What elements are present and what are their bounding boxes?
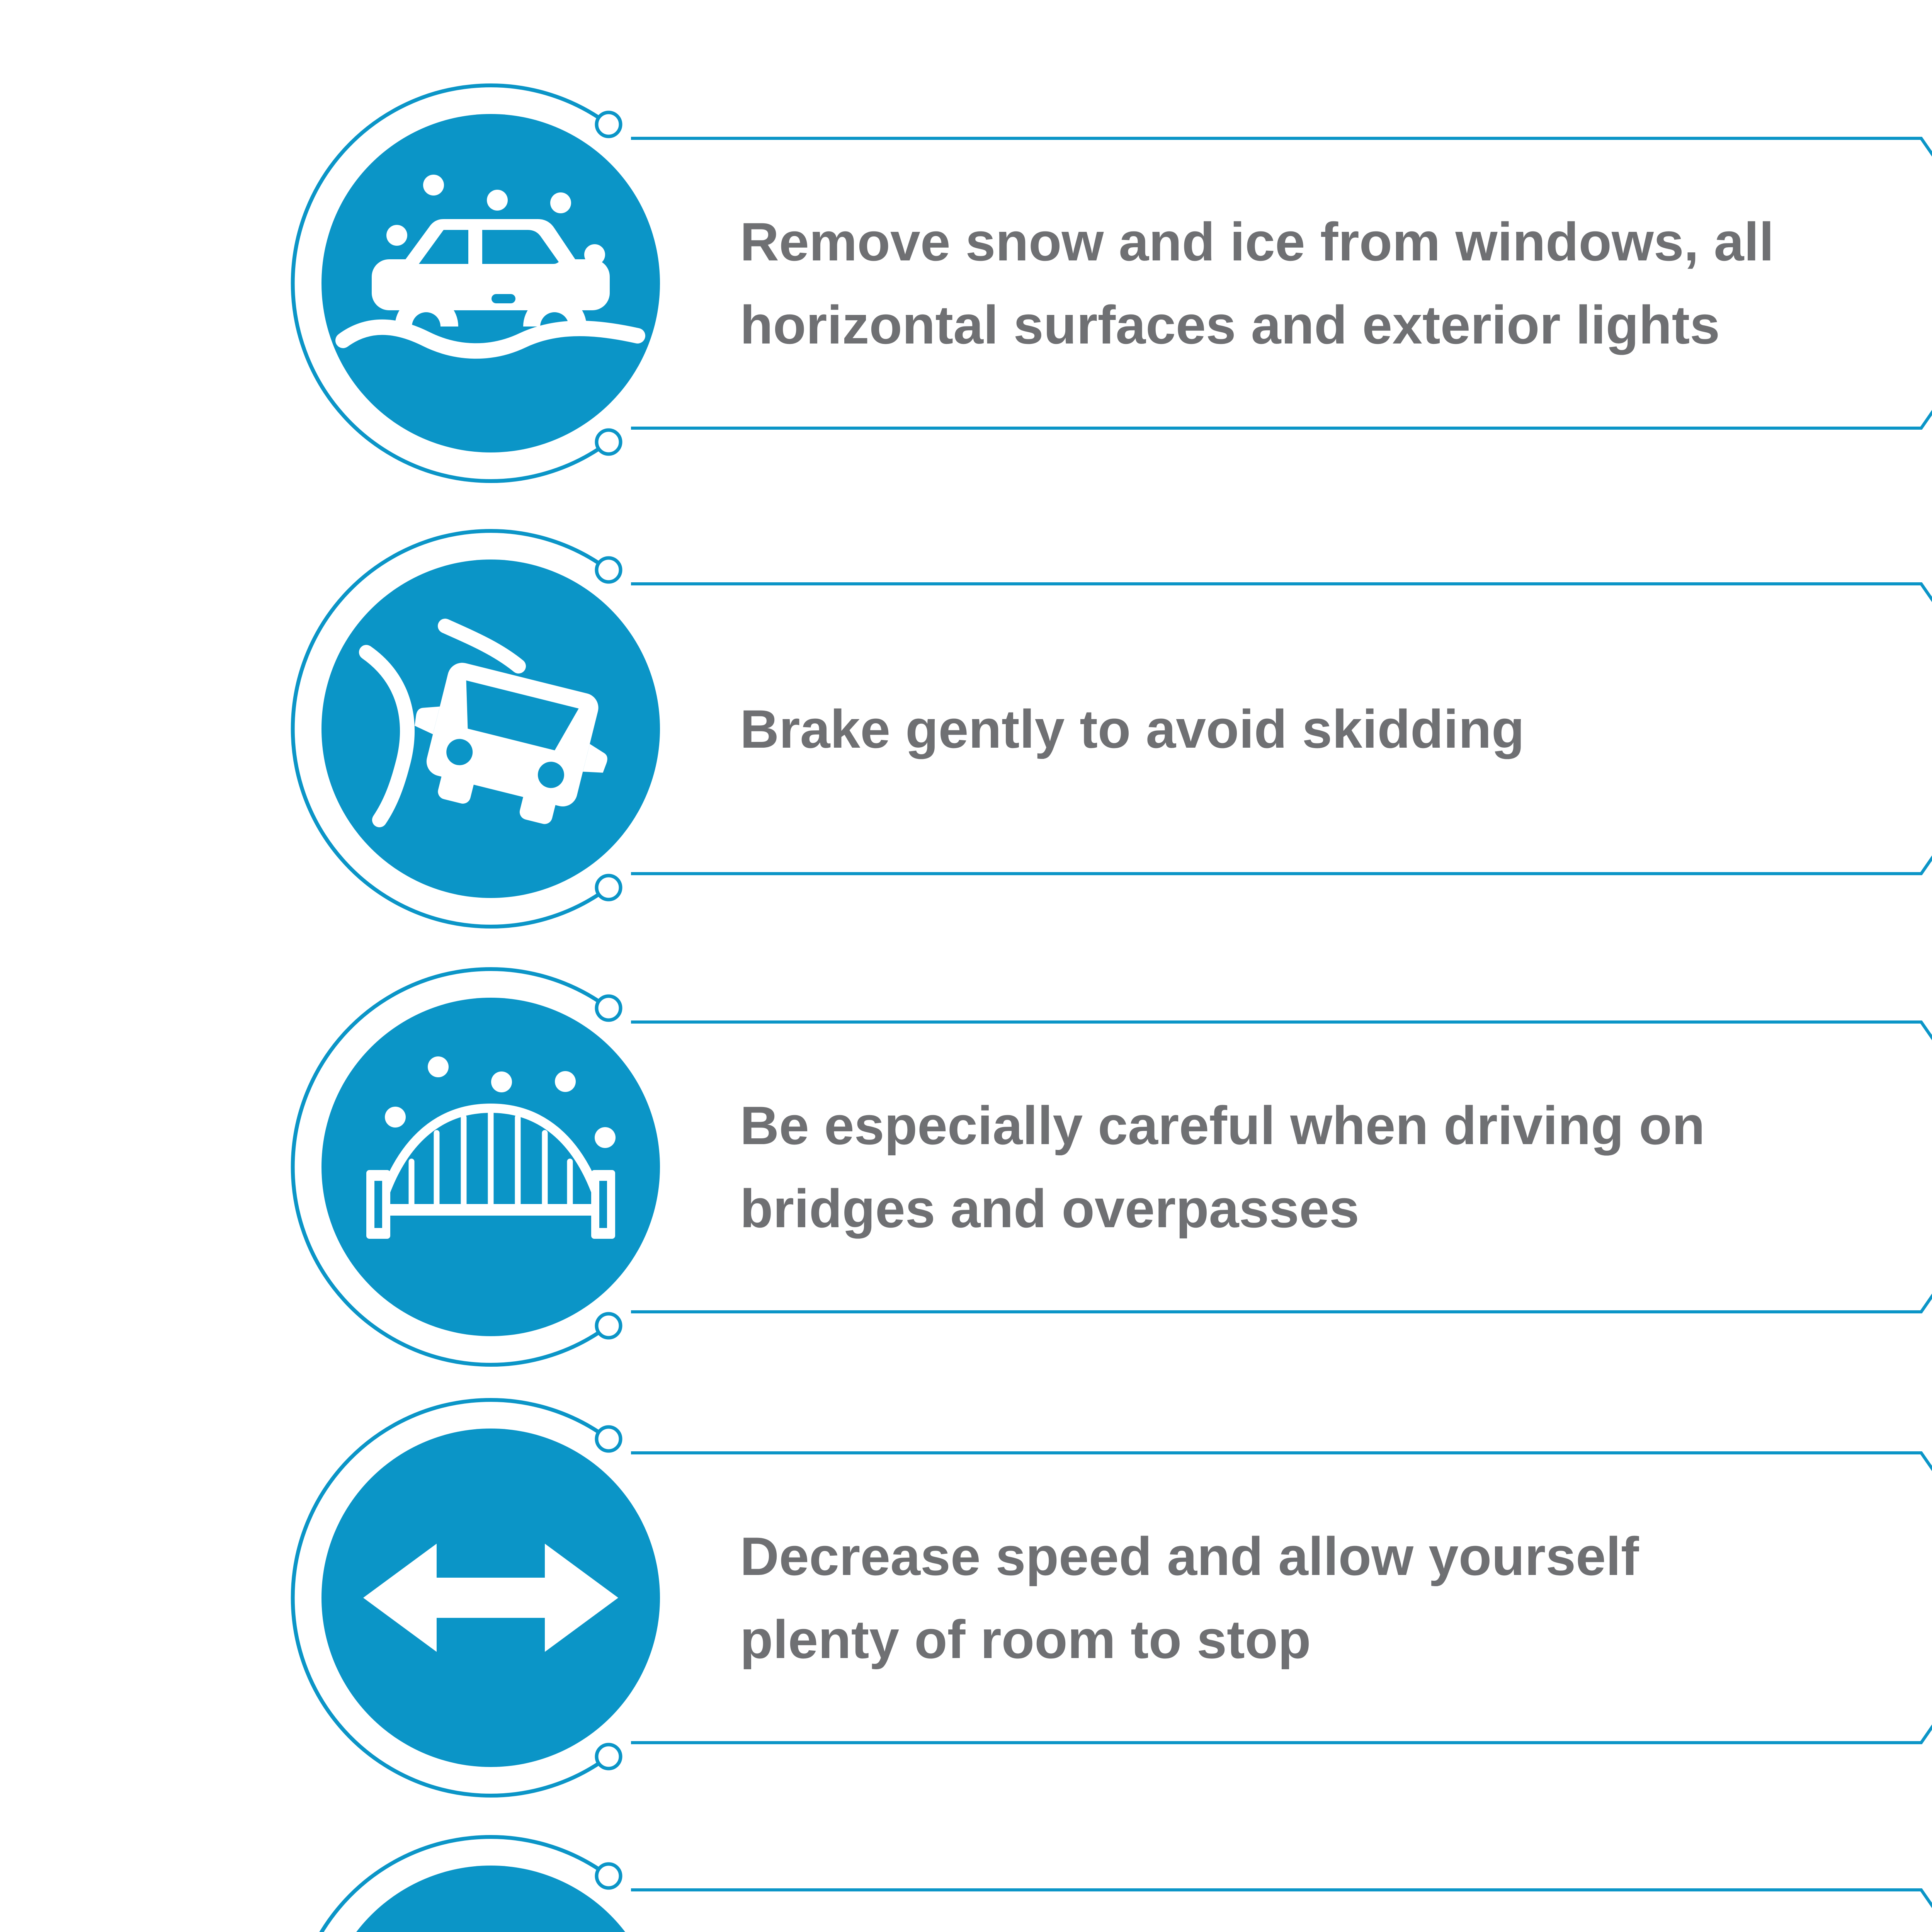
circle-arc: [291, 967, 610, 1367]
icon-disc: [356, 1866, 625, 1932]
circle-arc: [291, 83, 610, 483]
connector-ring-top: [595, 1862, 622, 1890]
arrow-banner: [631, 1451, 1932, 1744]
tip-row-graphic-4: [291, 1398, 1932, 1798]
connector-ring-bottom: [595, 874, 622, 901]
tip-row-graphic-3: [291, 967, 1932, 1367]
tip-row-graphic-2: [291, 529, 1932, 929]
circle-arc: [291, 529, 610, 929]
arrow-banner: [631, 1888, 1932, 1908]
connector-ring-top: [595, 111, 622, 138]
double-headed-arrow-icon: [363, 1544, 618, 1652]
connector-ring-top: [595, 994, 622, 1022]
skidding-car-icon: [359, 619, 607, 827]
arrow-banner: [631, 1020, 1932, 1313]
tip-row-graphic-1: [291, 83, 1932, 483]
connector-ring-top: [595, 556, 622, 584]
tip-text-4: Decrease speed and allow yourself plenty…: [740, 1526, 1639, 1670]
circle-arc: [291, 1398, 610, 1798]
tip-row-graphic-5: [319, 1835, 1932, 1932]
circle-arc: [319, 1835, 610, 1932]
tip-text-1: Remove snow and ice from windows, all ho…: [740, 211, 1774, 355]
tip-text-3: Be especially careful when driving on br…: [740, 1095, 1705, 1239]
arrow-banner: [631, 137, 1932, 430]
tip-text-5: Anticipate black ice on road surfaces: [740, 1890, 1932, 1932]
connector-ring-bottom: [595, 428, 622, 456]
snow-covered-car-icon: [335, 175, 645, 359]
bridge-icon: [366, 1056, 616, 1239]
connector-ring-bottom: [595, 1743, 622, 1770]
tip-text-2: Brake gently to avoid skidding: [740, 698, 1525, 759]
arrow-banner: [631, 582, 1932, 875]
connector-ring-bottom: [595, 1312, 622, 1340]
connector-ring-top: [595, 1425, 622, 1453]
